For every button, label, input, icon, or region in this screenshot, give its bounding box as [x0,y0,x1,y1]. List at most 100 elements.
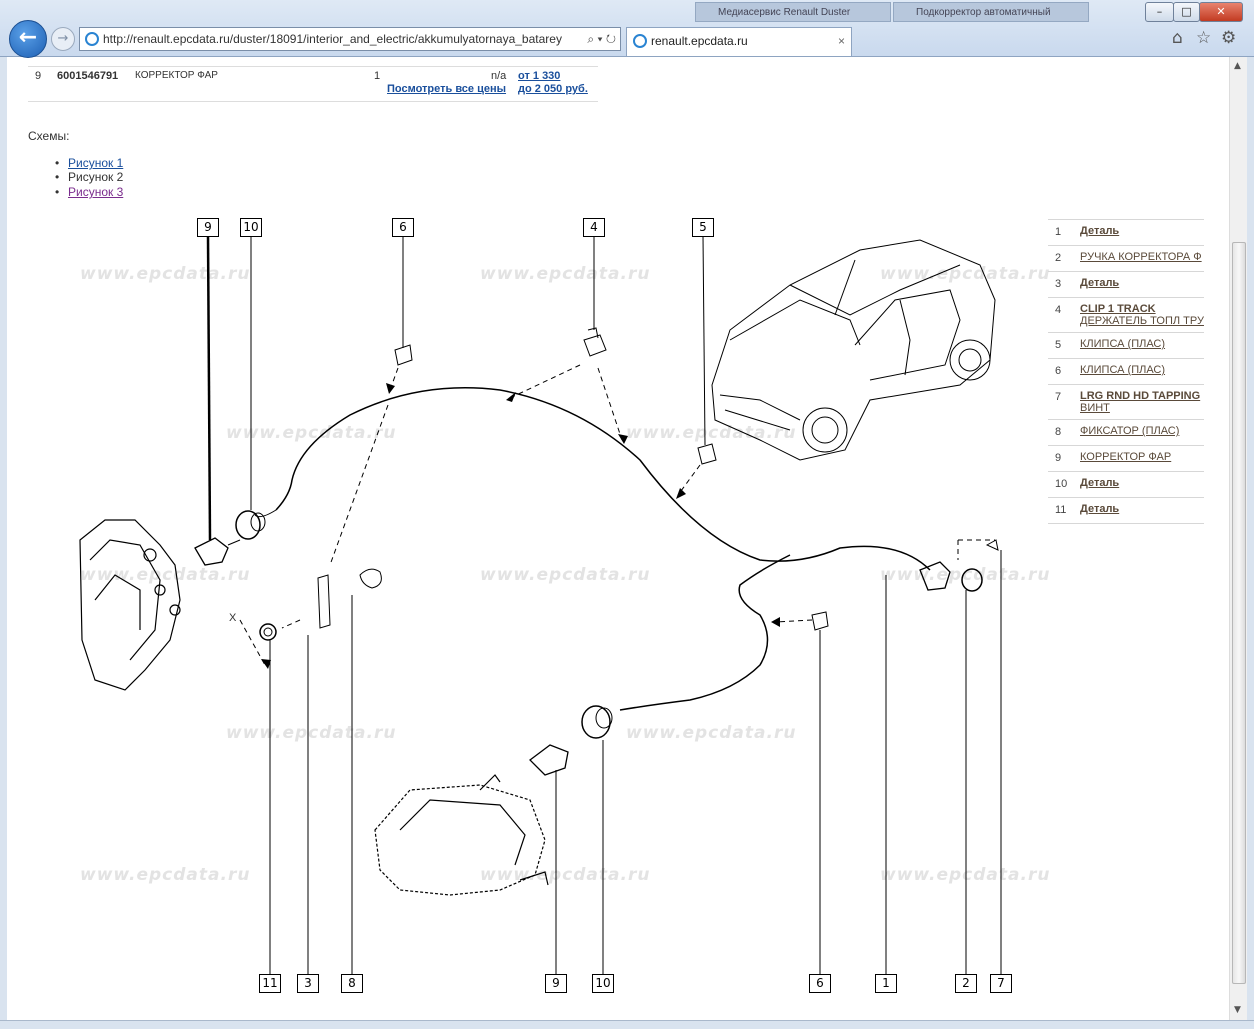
scheme-link-1[interactable]: Рисунок 1 [68,156,124,170]
legend-number: 2 [1055,252,1062,264]
part-na: n/a [491,70,507,82]
scroll-up-icon[interactable]: ▲ [1234,61,1241,71]
bullet-icon: • [55,156,60,170]
car-illustration [711,239,996,461]
screw-7 [985,539,999,551]
legend-title[interactable]: Деталь [1080,503,1120,515]
callout-5-top[interactable]: 5 [692,218,714,237]
legend-title[interactable]: РУЧКА КОРРЕКТОРА Ф [1080,251,1202,263]
view-all-prices-link[interactable]: Посмотреть все цены [387,83,507,95]
search-icon[interactable]: ⌕ [587,32,595,46]
legend-title[interactable]: ФИКСАТОР (ПЛАС) [1080,425,1180,437]
vertical-scrollbar[interactable]: ▲ ▼ [1229,57,1247,1020]
price-from-link[interactable]: от 1 330 [518,70,561,82]
minimize-button[interactable]: – [1145,2,1174,22]
grommet-left [235,510,261,540]
legend-number: 10 [1055,478,1068,490]
watermark: www.epcdata.ru [226,723,397,743]
home-icon[interactable]: ⌂ [1172,28,1183,48]
clip-5 [697,443,717,465]
forward-button[interactable]: → [51,27,75,51]
background-tab-2[interactable]: Подкорректор автоматичный [893,2,1089,22]
watermark: www.epcdata.ru [80,865,251,885]
watermark: www.epcdata.ru [480,565,651,585]
scheme-link-3[interactable]: Рисунок 3 [68,185,124,199]
tab-title: renault.epcdata.ru [651,34,748,48]
cable-end-left [254,509,277,518]
callout-1-bottom[interactable]: 1 [875,974,897,993]
watermark: www.epcdata.ru [880,565,1051,585]
legend-title[interactable]: Деталь [1080,225,1120,237]
ie-page-icon [85,32,99,46]
connector-1 [919,561,951,591]
legend-subtitle[interactable]: ДЕРЖАТЕЛЬ ТОПЛ ТРУ [1080,315,1204,327]
cross-mark: X [229,612,237,624]
watermark: www.epcdata.ru [880,865,1051,885]
grommet-right [581,705,611,739]
callout-2-bottom[interactable]: 2 [955,974,977,993]
corrector-right [529,744,569,776]
legend-row[interactable]: 8 ФИКСАТОР (ПЛАС) [1048,419,1204,445]
callout-6-top[interactable]: 6 [392,218,414,237]
callout-6-bottom[interactable]: 6 [809,974,831,993]
corrector-left [194,537,241,566]
callout-11-bottom[interactable]: 11 [259,974,281,993]
headlamp-right [374,774,549,896]
legend-title[interactable]: LRG RND HD TAPPING [1080,390,1201,402]
browser-chrome: Медиасервис Renault Duster Подкорректор … [0,0,1254,58]
legend-title[interactable]: КЛИПСА (ПЛАС) [1080,338,1166,350]
callout-8-bottom[interactable]: 8 [341,974,363,993]
part-name: КОРРЕКТОР ФАР [135,70,218,81]
nut-11-inner [263,627,273,637]
watermark: www.epcdata.ru [880,264,1051,284]
part-number: 6001546791 [57,70,119,82]
favorites-star-icon[interactable]: ☆ [1196,28,1212,48]
scroll-down-icon[interactable]: ▼ [1234,1005,1241,1015]
legend-row[interactable]: 10 Деталь [1048,471,1204,497]
tab-close-icon[interactable]: × [837,34,845,48]
legend-title[interactable]: Деталь [1080,277,1120,289]
grommet-right-inner [595,707,613,729]
status-bar [0,1020,1254,1029]
background-tab-1[interactable]: Медиасервис Renault Duster [695,2,891,22]
callout-10-bottom[interactable]: 10 [592,974,614,993]
cable-branch-lower [619,554,791,711]
price-to-link[interactable]: до 2 050 руб. [518,83,588,95]
callout-3-bottom[interactable]: 3 [297,974,319,993]
refresh-icon[interactable]: ↻ [605,32,616,46]
legend-subtitle[interactable]: ВИНТ [1080,402,1110,414]
legend-number: 7 [1055,391,1062,403]
legend-title[interactable]: CLIP 1 TRACK [1080,303,1156,315]
settings-gear-icon[interactable]: ⚙ [1221,28,1237,48]
legend-row[interactable]: 2 РУЧКА КОРРЕКТОРА Ф [1048,245,1204,271]
back-button[interactable]: ← [9,20,47,58]
callout-4-top[interactable]: 4 [583,218,605,237]
callout-7-bottom[interactable]: 7 [990,974,1012,993]
row-divider-top [28,66,598,67]
headlamp-left [79,519,181,691]
legend-title[interactable]: КЛИПСА (ПЛАС) [1080,364,1166,376]
tab-active[interactable]: renault.epcdata.ru × [626,27,852,56]
close-window-button[interactable]: ✕ [1199,2,1243,22]
address-url: http://renault.epcdata.ru/duster/18091/i… [103,32,562,46]
legend-title[interactable]: КОРРЕКТОР ФАР [1080,451,1172,463]
address-bar[interactable]: http://renault.epcdata.ru/duster/18091/i… [79,27,621,51]
clip-6-bottom [811,611,829,631]
dash-arrow [281,619,301,629]
callout-9-top[interactable]: 9 [197,218,219,237]
legend-number: 8 [1055,426,1062,438]
scrollbar-thumb[interactable] [1232,242,1246,984]
address-tools[interactable]: ⌕ ▾ ↻ [583,28,616,50]
callout-9-bottom[interactable]: 9 [545,974,567,993]
callout-10-top[interactable]: 10 [240,218,262,237]
legend-title[interactable]: Деталь [1080,477,1120,489]
